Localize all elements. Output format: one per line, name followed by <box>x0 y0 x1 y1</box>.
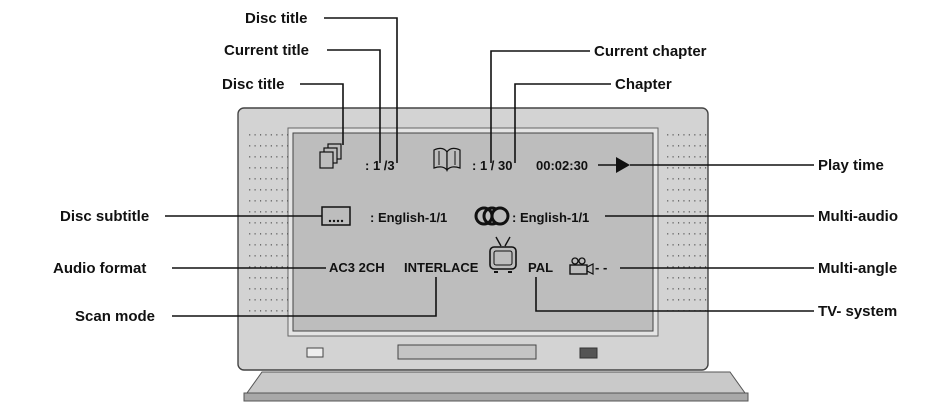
tv-icon <box>489 236 517 273</box>
grill-dot-row: ········ <box>665 175 708 185</box>
leader-current-title <box>327 49 381 163</box>
monitor-stand <box>246 371 746 394</box>
grill-dot-row: ········ <box>247 252 290 262</box>
leader-disc-title-top <box>324 17 398 163</box>
grill-dot-row: ········ <box>665 219 708 229</box>
grill-dot-row: ········ <box>247 175 290 185</box>
osd-subtitle-value: : English-1/1 <box>370 210 447 225</box>
label-audio-format: Audio format <box>53 260 146 277</box>
label-disc-title: Disc title <box>222 76 285 93</box>
osd-audio-value: : English-1/1 <box>512 210 589 225</box>
subtitle-icon <box>321 206 351 226</box>
chapter-book-icon <box>433 147 461 172</box>
osd-title-value: : 1 /3 <box>365 158 395 173</box>
leader-disc-title <box>300 83 344 145</box>
grill-dot-row: ········ <box>665 285 708 295</box>
grill-dot-row: ········ <box>665 307 708 317</box>
grill-dot-row: ········ <box>247 131 290 141</box>
grill-dot-row: ········ <box>247 186 290 196</box>
play-arrow-icon <box>616 157 630 173</box>
grill-dot-row: ········ <box>665 142 708 152</box>
label-multi-audio: Multi-audio <box>818 208 898 225</box>
osd-tv-value: PAL <box>528 260 553 275</box>
label-scan-mode: Scan mode <box>75 308 155 325</box>
label-multi-angle: Multi-angle <box>818 260 897 277</box>
grill-dot-row: ········ <box>247 208 290 218</box>
grill-dot-row: ········ <box>665 241 708 251</box>
grill-dot-row: ········ <box>665 274 708 284</box>
leader-current-chapter <box>490 50 590 163</box>
leader-scan-mode <box>172 277 437 317</box>
leader-tv-system <box>535 277 814 312</box>
grill-dot-row: ········ <box>247 197 290 207</box>
osd-audio-format-value: AC3 2CH <box>329 260 385 275</box>
monitor-screen <box>292 132 654 332</box>
grill-dot-row: ········ <box>247 307 290 317</box>
grill-dot-row: ········ <box>665 296 708 306</box>
grill-dot-row: ········ <box>665 208 708 218</box>
label-tv-system: TV- system <box>818 303 897 320</box>
osd-chapter-value: : 1 / 30 <box>472 158 512 173</box>
label-disc-title-top: Disc title <box>245 10 308 27</box>
label-play-time: Play time <box>818 157 884 174</box>
grill-dot-row: ········ <box>247 241 290 251</box>
speaker-grill-right: ········································… <box>665 131 708 317</box>
grill-dot-row: ········ <box>665 197 708 207</box>
speaker-grill-left: ········································… <box>247 131 290 317</box>
grill-dot-row: ········ <box>665 186 708 196</box>
power-button[interactable] <box>306 347 324 358</box>
camera-angle-icon <box>569 257 594 275</box>
titles-icon <box>319 143 342 169</box>
grill-dot-row: ········ <box>665 252 708 262</box>
grill-dot-row: ········ <box>247 153 290 163</box>
monitor-stand-base <box>243 392 749 402</box>
osd-scan-value: INTERLACE <box>404 260 479 275</box>
grill-dot-row: ········ <box>665 131 708 141</box>
label-chapter: Chapter <box>615 76 672 93</box>
grill-dot-row: ········ <box>247 296 290 306</box>
audio-rings-icon <box>474 206 510 226</box>
label-disc-subtitle: Disc subtitle <box>60 208 149 225</box>
ir-sensor <box>579 347 598 359</box>
grill-dot-row: ········ <box>247 274 290 284</box>
grill-dot-row: ········ <box>247 230 290 240</box>
osd-angle-value: - - <box>595 260 607 275</box>
grill-dot-row: ········ <box>247 219 290 229</box>
disc-slot <box>397 344 537 360</box>
grill-dot-row: ········ <box>665 153 708 163</box>
leader-chapter <box>514 83 611 163</box>
label-current-chapter: Current chapter <box>594 43 707 60</box>
grill-dot-row: ········ <box>247 285 290 295</box>
osd-time-value: 00:02:30 <box>536 158 588 173</box>
grill-dot-row: ········ <box>665 164 708 174</box>
grill-dot-row: ········ <box>665 230 708 240</box>
label-current-title: Current title <box>224 42 309 59</box>
grill-dot-row: ········ <box>247 164 290 174</box>
grill-dot-row: ········ <box>247 142 290 152</box>
